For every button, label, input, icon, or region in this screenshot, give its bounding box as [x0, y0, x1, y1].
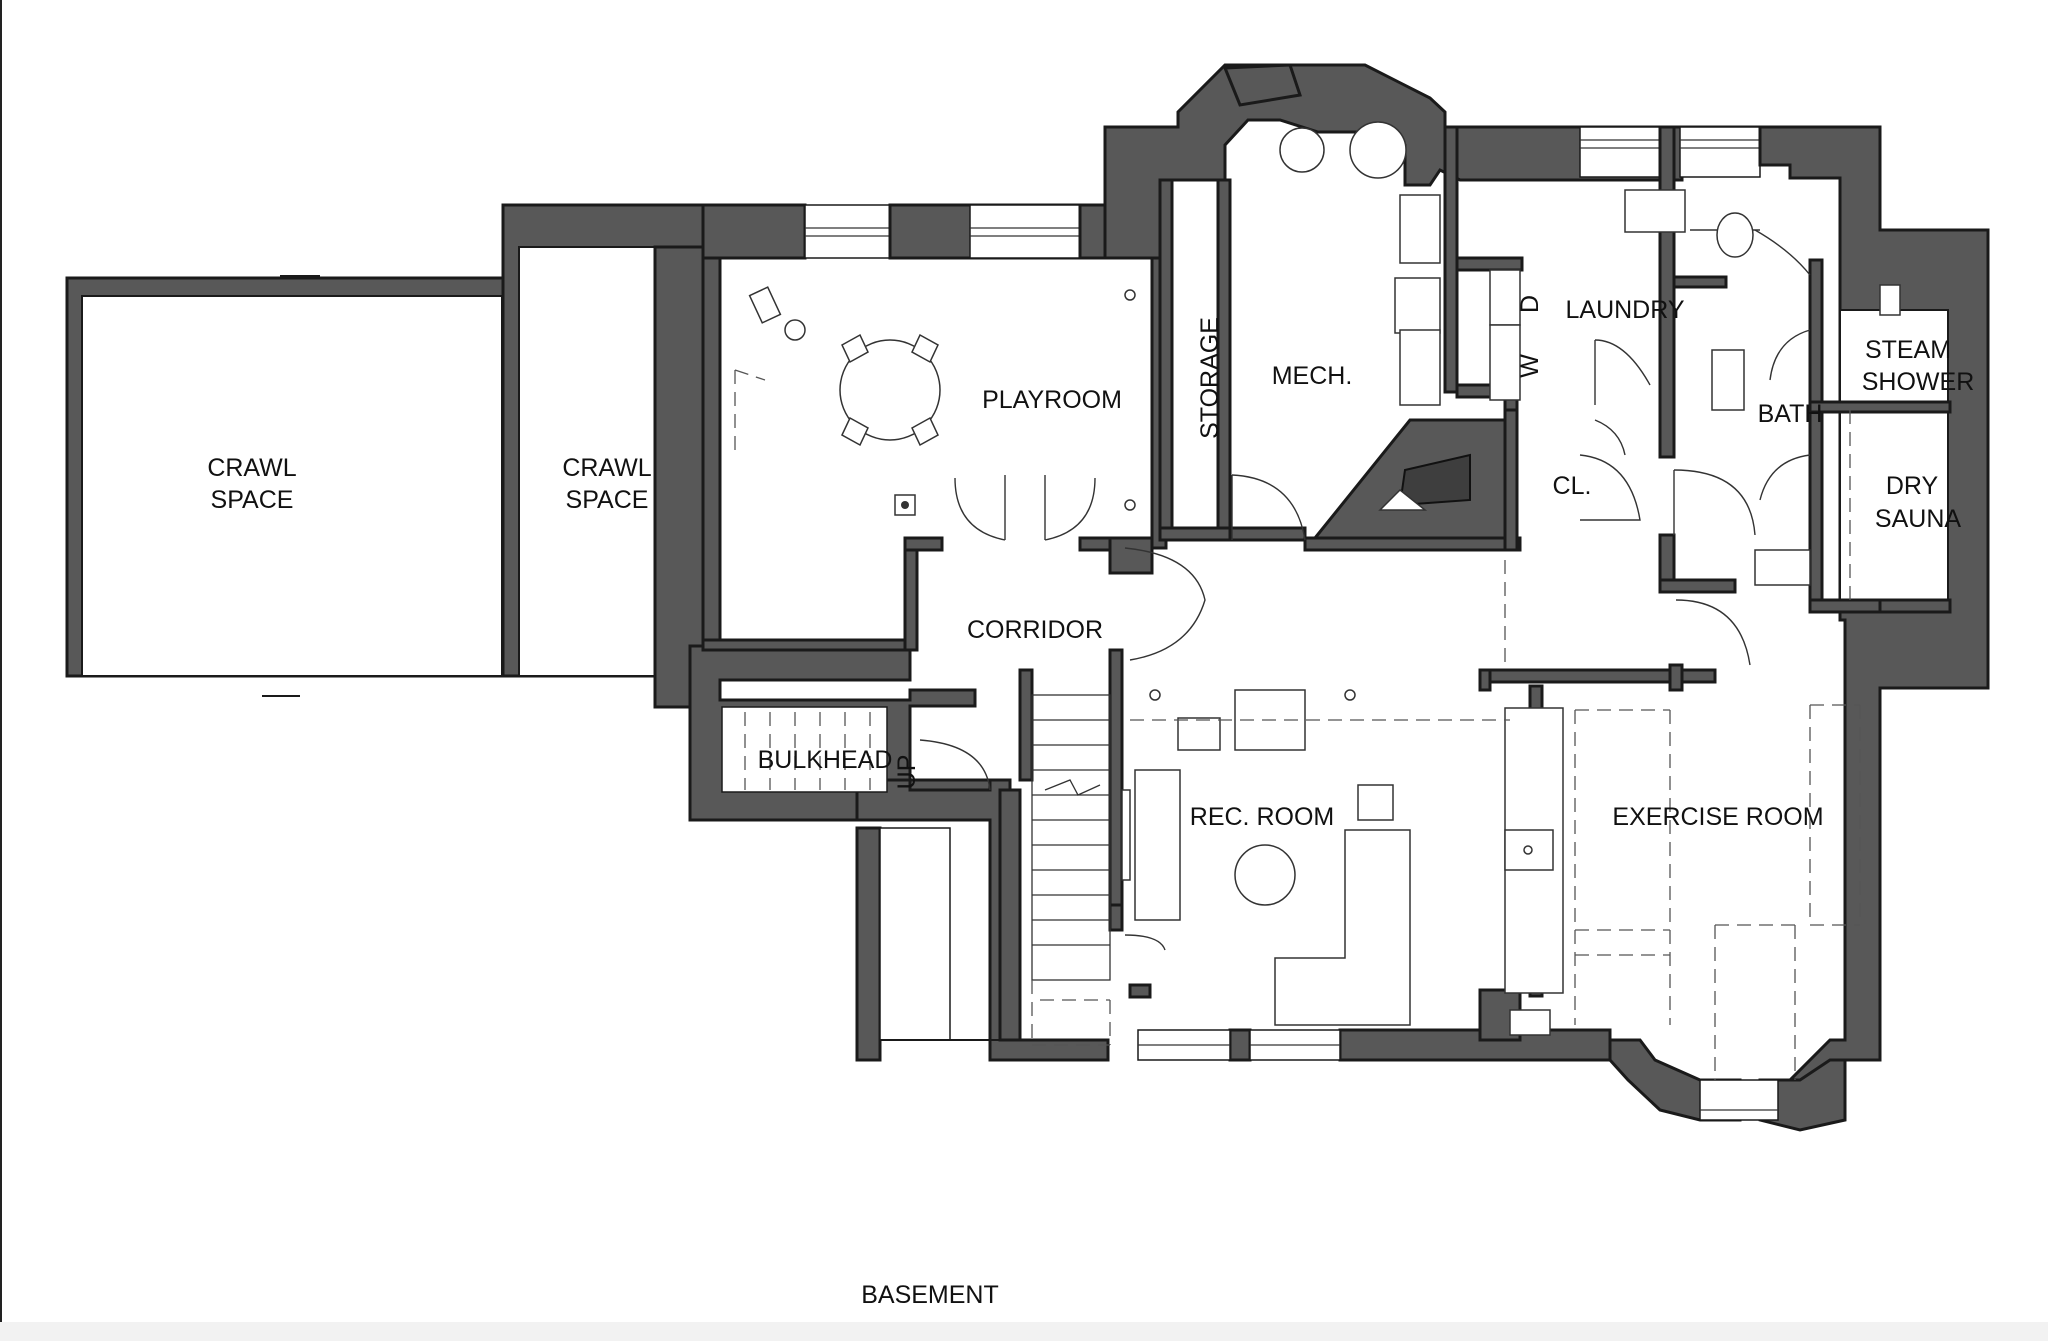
room-label-crawl-space-2: SPACE	[566, 486, 649, 514]
room-label-playroom: PLAYROOM	[982, 386, 1122, 414]
room-label-dry-sauna: DRY	[1886, 472, 1939, 500]
room-label-bulkhead: BULKHEAD	[758, 746, 893, 774]
page-bottom-strip	[0, 1322, 2048, 1341]
dashed-lines	[734, 369, 1861, 1080]
appliance-label-washer: W	[1516, 354, 1544, 378]
interior-walls	[701, 125, 1952, 1042]
page-left-border	[0, 0, 2, 1341]
room-label-steam-shower: STEAM	[1865, 336, 1951, 364]
room-label-crawl-space-1: SPACE	[211, 486, 294, 514]
appliance-label-dryer: D	[1516, 295, 1544, 313]
stair-direction-label: UP	[893, 755, 921, 790]
room-labels: CRAWL SPACE CRAWL SPACE PLAYROOM STORAGE…	[207, 295, 1974, 831]
bulkhead-stair	[744, 712, 871, 790]
room-label-laundry: LAUNDRY	[1565, 296, 1684, 324]
room-label-bath: BATH	[1758, 400, 1823, 428]
room-label-closet: CL.	[1553, 472, 1592, 500]
room-label-corridor: CORRIDOR	[967, 616, 1103, 644]
room-label-crawl-space-2: CRAWL	[562, 454, 651, 482]
room-label-rec-room: REC. ROOM	[1190, 803, 1334, 831]
room-label-dry-sauna: SAUNA	[1875, 505, 1961, 533]
room-label-storage: STORAGE	[1196, 317, 1224, 439]
room-label-crawl-space-1: CRAWL	[207, 454, 296, 482]
door-swings	[919, 229, 1811, 951]
room-label-exercise-room: EXERCISE ROOM	[1612, 803, 1823, 831]
plan-title: BASEMENT	[861, 1281, 999, 1309]
stair	[1031, 694, 1131, 1046]
room-label-steam-shower: SHOWER	[1862, 368, 1975, 396]
furniture	[748, 121, 1901, 1036]
room-label-mech: MECH.	[1272, 362, 1353, 390]
